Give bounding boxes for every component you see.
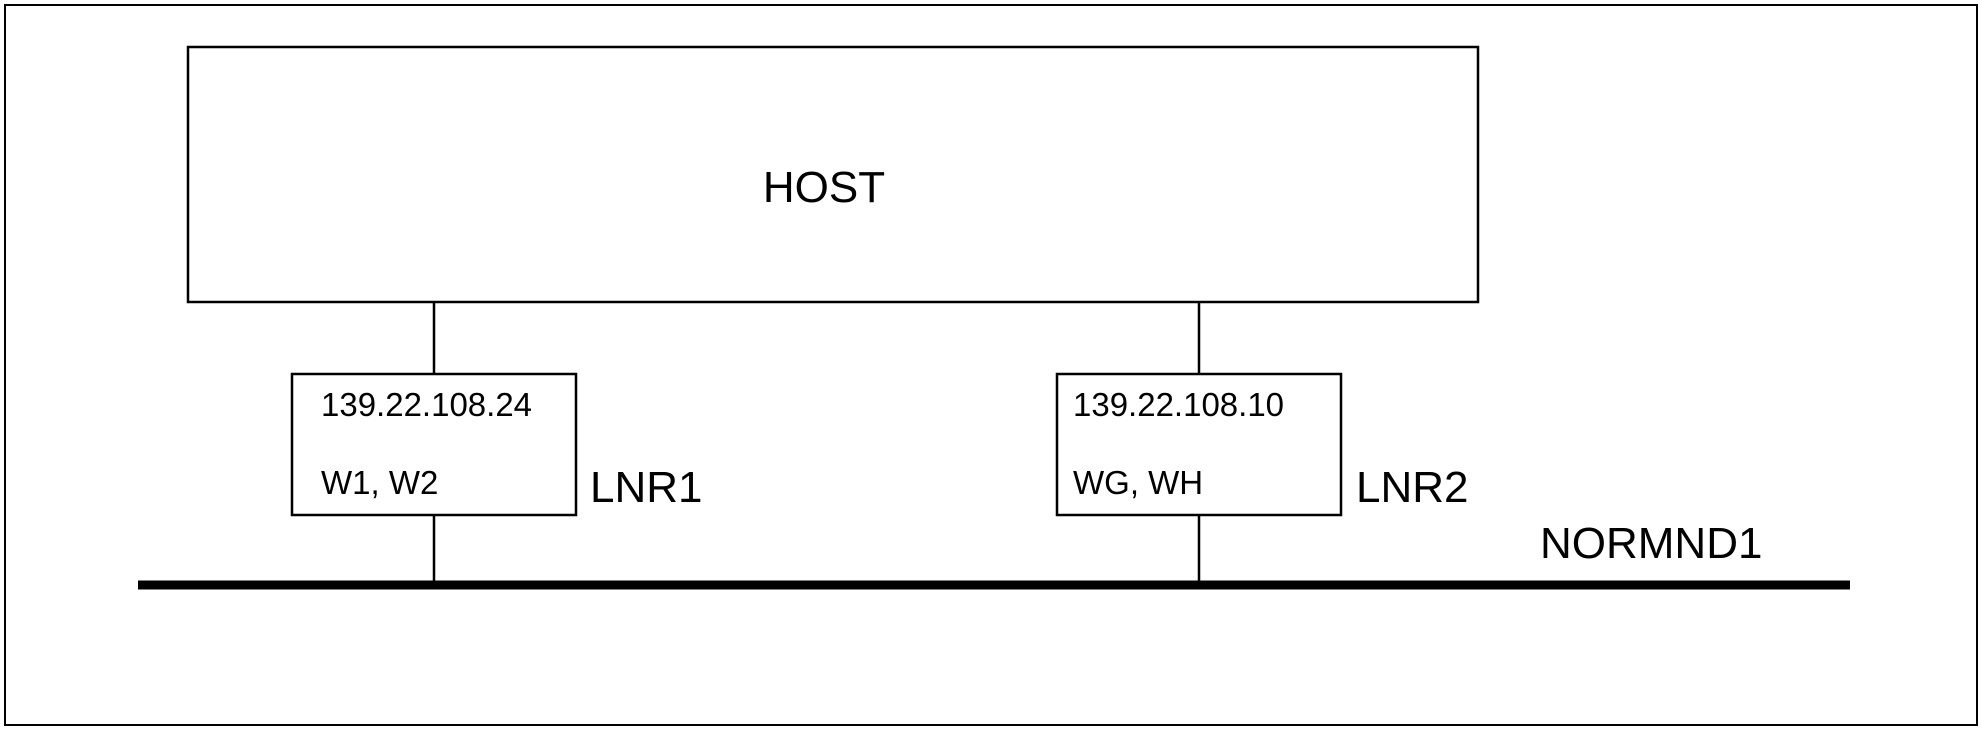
lnr2-address: 139.22.108.10: [1073, 386, 1284, 423]
lnr1-node-box: [290, 372, 578, 517]
host-label: HOST: [763, 163, 885, 212]
lnr1-workstations: W1, W2: [321, 464, 438, 501]
host-box: [186, 45, 1480, 304]
lnr1-address: 139.22.108.24: [321, 386, 532, 423]
network-label: NORMND1: [1540, 519, 1762, 568]
lnr2-node-box: [1055, 372, 1343, 517]
lnr2-workstations: WG, WH: [1073, 464, 1203, 501]
lnr2-name: LNR2: [1356, 463, 1469, 512]
lnr1-name: LNR1: [590, 463, 703, 512]
